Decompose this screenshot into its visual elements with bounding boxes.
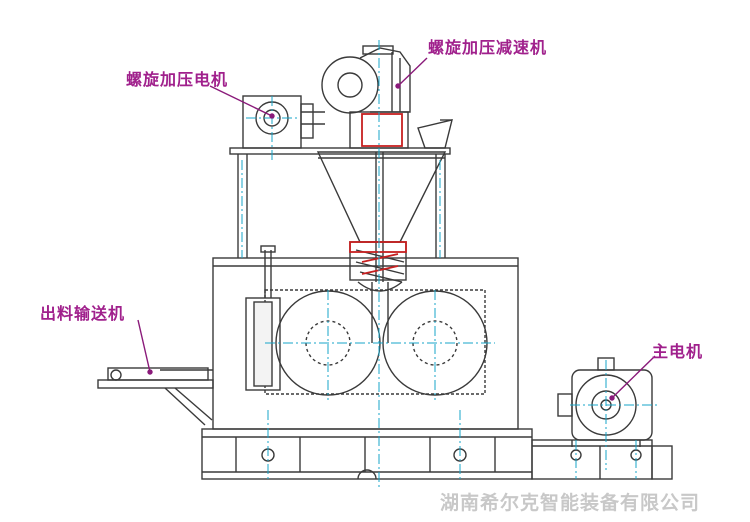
label-screw-reducer: 螺旋加压减速机	[428, 38, 548, 57]
label-main-motor: 主电机	[652, 342, 704, 361]
discharge-conveyor-frame	[97, 367, 214, 426]
coupling-accents	[349, 113, 407, 275]
feed-hopper	[316, 151, 447, 343]
support-platform	[229, 119, 453, 258]
label-screw-motor: 螺旋加压电机	[126, 70, 229, 89]
motor-base-frame	[531, 439, 673, 480]
screw-reducer	[321, 45, 411, 149]
center-lines	[241, 40, 660, 490]
screw-motor	[242, 95, 325, 149]
company-watermark: 湖南希尔克智能装备有限公司	[440, 492, 701, 514]
base-frame	[201, 428, 533, 480]
main-motor	[557, 357, 653, 447]
label-discharge-conveyor: 出料输送机	[40, 304, 126, 323]
leader-lines	[137, 57, 656, 401]
